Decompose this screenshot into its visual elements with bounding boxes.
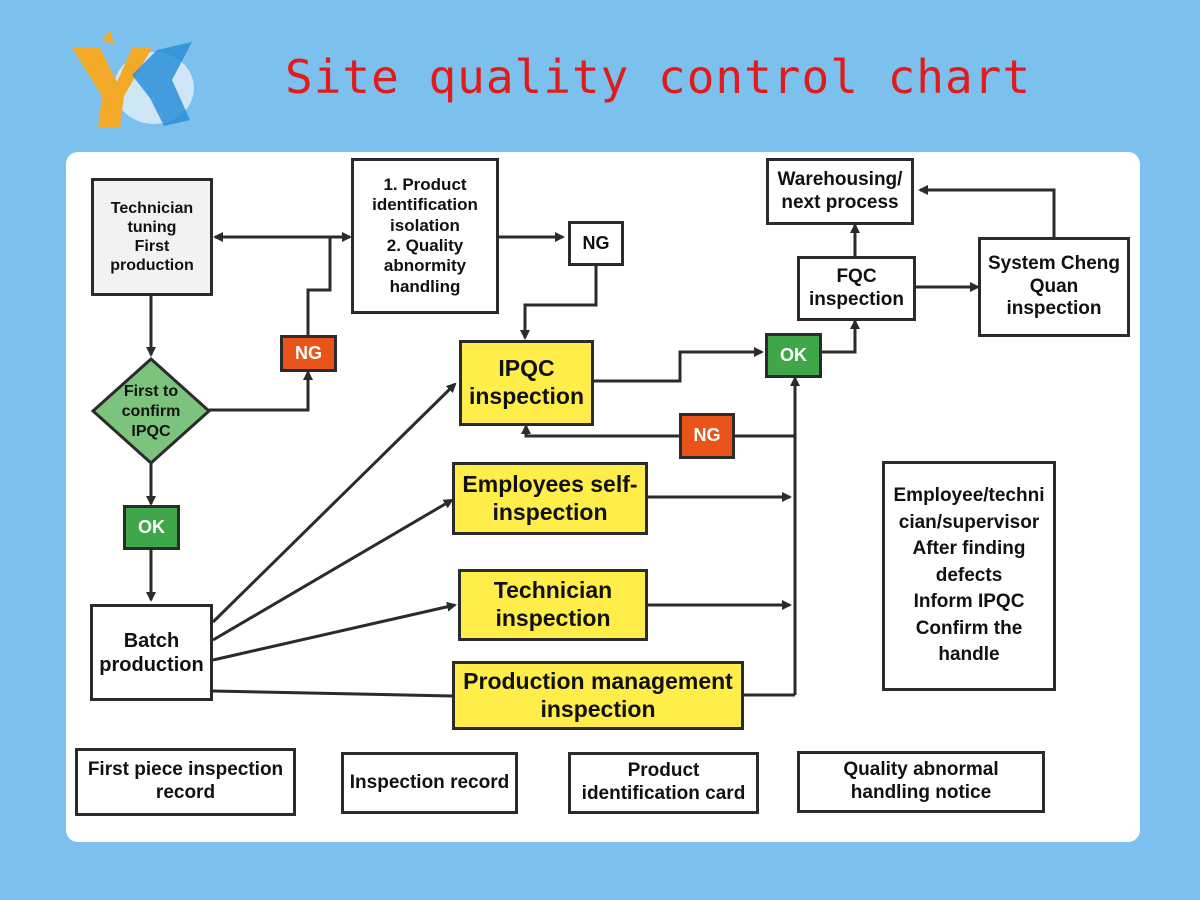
ok-left-badge: OK bbox=[123, 505, 180, 550]
record-quality-abnormal-notice: Quality abnormal handling notice bbox=[797, 751, 1045, 813]
warehousing-box: Warehousing/ next process bbox=[766, 158, 914, 225]
production-management-inspection-box: Production management inspection bbox=[452, 661, 744, 730]
isolation-handling-box: 1. Product identification isolation 2. Q… bbox=[351, 158, 499, 314]
ng-left-badge: NG bbox=[280, 335, 337, 372]
record-inspection: Inspection record bbox=[341, 752, 518, 814]
ng-mid-badge: NG bbox=[679, 413, 735, 459]
system-cheng-quan-box: System Cheng Quan inspection bbox=[978, 237, 1130, 337]
batch-production-box: Batch production bbox=[90, 604, 213, 701]
employees-self-inspection-box: Employees self- inspection bbox=[452, 462, 648, 535]
technician-tuning-box: Technician tuning First production bbox=[91, 178, 213, 296]
ng-top-box: NG bbox=[568, 221, 624, 266]
yx-logo-icon bbox=[72, 30, 194, 128]
record-first-piece: First piece inspection record bbox=[75, 748, 296, 816]
technician-inspection-box: Technician inspection bbox=[458, 569, 648, 641]
first-confirm-ipqc-label: First to confirm IPQC bbox=[121, 383, 181, 440]
ok-right-badge: OK bbox=[765, 333, 822, 378]
fqc-inspection-box: FQC inspection bbox=[797, 256, 916, 321]
page-title: Site quality control chart bbox=[285, 50, 1032, 104]
record-product-identification-card: Product identification card bbox=[568, 752, 759, 814]
ipqc-inspection-box: IPQC inspection bbox=[459, 340, 594, 426]
defect-note-box: Employee/techni cian/supervisor After fi… bbox=[882, 461, 1056, 691]
decision-diamond bbox=[90, 356, 212, 466]
